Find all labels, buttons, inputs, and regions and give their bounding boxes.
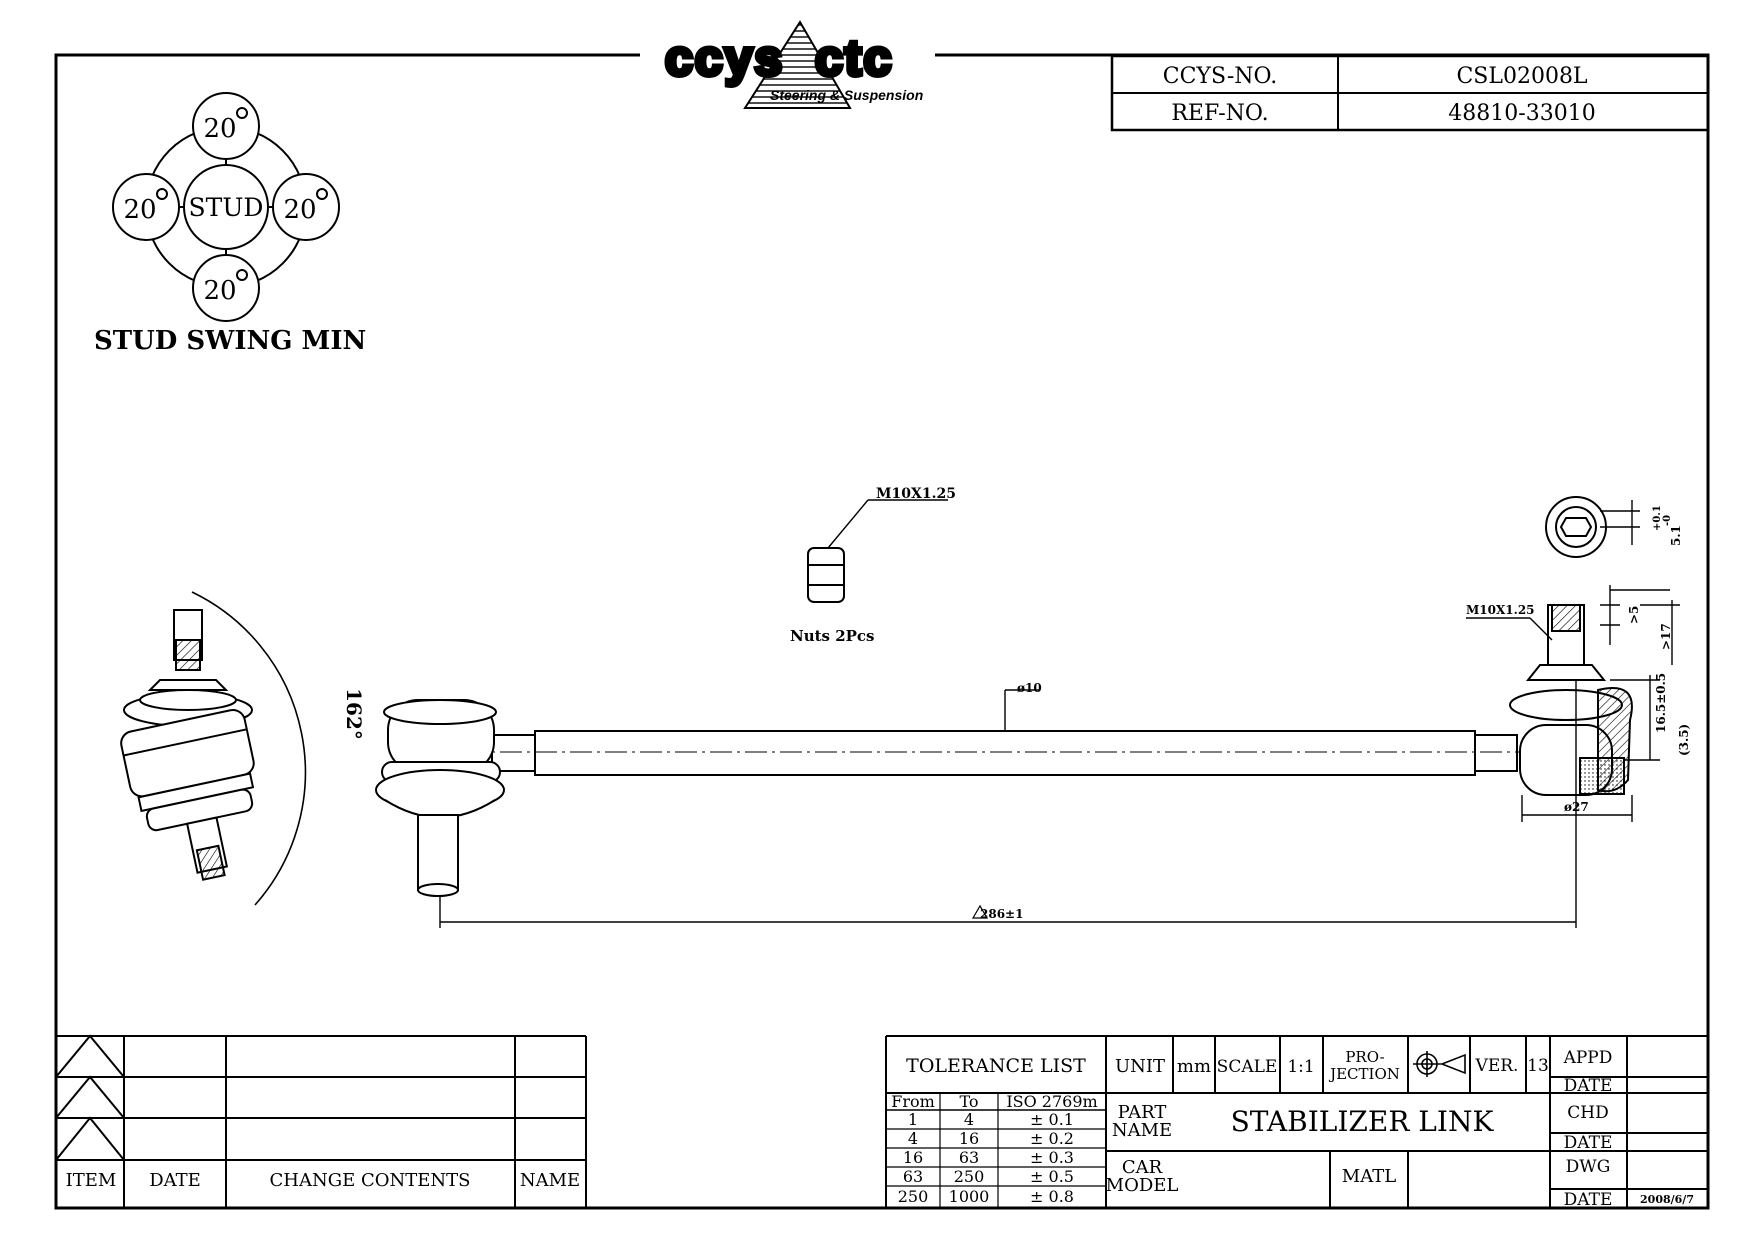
tol-cell: 63: [903, 1167, 923, 1186]
scale-label: SCALE: [1217, 1057, 1278, 1077]
length-label: 286±1: [980, 907, 1023, 921]
car-model-label-1: CAR: [1122, 1157, 1163, 1178]
title-block-text: TOLERANCE LIST From To ISO 2769m 1 4 ± 0…: [891, 1036, 1694, 1210]
ccys-no-label: CCYS-NO.: [1163, 64, 1278, 89]
part-name-value: STABILIZER LINK: [1231, 1105, 1495, 1138]
appd-label: APPD: [1563, 1048, 1613, 1068]
tol-header-to: To: [959, 1092, 978, 1111]
tol-cell: 4: [908, 1129, 918, 1148]
swing-caption: STUD SWING MIN: [94, 326, 366, 356]
date-value-3: 2008/6/7: [1640, 1193, 1694, 1206]
swing-angle-label: 162°: [342, 688, 366, 740]
logo-tagline: Steering & Suspension: [770, 87, 923, 103]
swing-bottom: 20: [203, 276, 236, 306]
tol-cell: 16: [903, 1148, 923, 1167]
dim-gt5-label: >5: [1627, 606, 1641, 624]
scale-value: 1:1: [1287, 1057, 1314, 1077]
swing-left: 20: [123, 195, 156, 225]
tol-header-iso: ISO 2769m: [1006, 1092, 1097, 1111]
hex-tol-plus: +0.1: [1652, 505, 1663, 531]
ver-label: VER.: [1475, 1056, 1519, 1076]
length-triangle: [971, 904, 989, 919]
part-name-label-1: PART: [1118, 1102, 1167, 1123]
title-block-lines: [885, 1035, 1708, 1208]
matl-label: MATL: [1342, 1166, 1396, 1187]
tol-cell: ± 0.2: [1030, 1129, 1074, 1148]
hex-tol-minus: -0: [1662, 515, 1673, 526]
rev-header-date: DATE: [149, 1170, 201, 1191]
tol-cell: 250: [954, 1167, 985, 1186]
tol-cell: 250: [898, 1187, 929, 1206]
dim-165-label: 16.5±0.5: [1654, 673, 1668, 733]
nut-thread-label: M10X1.25: [876, 486, 956, 502]
tol-cell: 63: [959, 1148, 979, 1167]
rod-diameter-label: ø10: [1017, 681, 1042, 695]
tol-cell: 4: [964, 1110, 974, 1129]
swing-top: 20: [203, 114, 236, 144]
ver-value: 13: [1527, 1056, 1549, 1076]
date-label-3: DATE: [1564, 1190, 1613, 1210]
stud-swing-diagram: [112, 92, 340, 322]
unit-value: mm: [1177, 1056, 1211, 1077]
nut-caption: Nuts 2Pcs: [790, 627, 875, 645]
tol-cell: ± 0.8: [1030, 1187, 1074, 1206]
rev-header-item: ITEM: [66, 1170, 117, 1191]
tolerance-title: TOLERANCE LIST: [906, 1055, 1086, 1077]
part-name-label-2: NAME: [1112, 1120, 1172, 1141]
dwg-label: DWG: [1566, 1157, 1611, 1177]
projection-symbol: [1413, 1051, 1466, 1077]
degree-symbols: [156, 107, 328, 281]
projection-label-2: JECTION: [1328, 1065, 1400, 1083]
dim-35-label: (3.5): [1677, 724, 1691, 756]
dimension-lines: [439, 499, 1680, 928]
dim-gt17-label: >17: [1659, 623, 1673, 650]
unit-label: UNIT: [1115, 1056, 1165, 1077]
hex-dim-label: 5.1: [1669, 525, 1683, 546]
ref-no-label: REF-NO.: [1171, 101, 1268, 126]
tol-header-from: From: [891, 1092, 935, 1111]
tol-cell: ± 0.1: [1030, 1110, 1074, 1129]
swing-center: STUD: [189, 193, 264, 222]
company-logo: ccys ctc Steering & Suspension: [663, 20, 923, 109]
right-thread-label: M10X1.25: [1466, 603, 1535, 617]
tol-cell: ± 0.5: [1030, 1167, 1074, 1186]
tol-cell: ± 0.3: [1030, 1148, 1074, 1167]
logo-text-ctc: ctc: [815, 30, 893, 86]
tol-cell: 1: [908, 1110, 918, 1129]
header-table: CCYS-NO. CSL02008L REF-NO. 48810-33010: [1110, 54, 1710, 132]
phi27-label: ø27: [1564, 800, 1589, 814]
ref-no-value: 48810-33010: [1448, 101, 1595, 126]
tol-cell: 16: [959, 1129, 979, 1148]
stud-swing-labels: 20 20 20 20 STUD STUD SWING MIN: [94, 107, 366, 356]
car-model-label-2: MODEL: [1106, 1175, 1179, 1196]
date-label-1: DATE: [1564, 1076, 1613, 1096]
stabilizer-link-body: [375, 496, 1633, 897]
chd-label: CHD: [1567, 1103, 1608, 1123]
rev-header-name: NAME: [520, 1170, 580, 1191]
ccys-no-value: CSL02008L: [1456, 64, 1587, 89]
tol-cell: 1000: [949, 1187, 990, 1206]
date-label-2: DATE: [1564, 1133, 1613, 1153]
projection-label-1: PRO-: [1345, 1048, 1384, 1066]
rev-header-change: CHANGE CONTENTS: [270, 1170, 471, 1191]
revision-headers: ITEM DATE CHANGE CONTENTS NAME: [66, 1170, 581, 1191]
left-ball-joint: [120, 591, 307, 906]
logo-text-ccys: ccys: [665, 30, 784, 86]
swing-right: 20: [283, 195, 316, 225]
dimension-labels: M10X1.25 Nuts 2Pcs ø10 M10X1.25 286±1 5.…: [790, 486, 1691, 921]
revision-table: [55, 1034, 587, 1208]
